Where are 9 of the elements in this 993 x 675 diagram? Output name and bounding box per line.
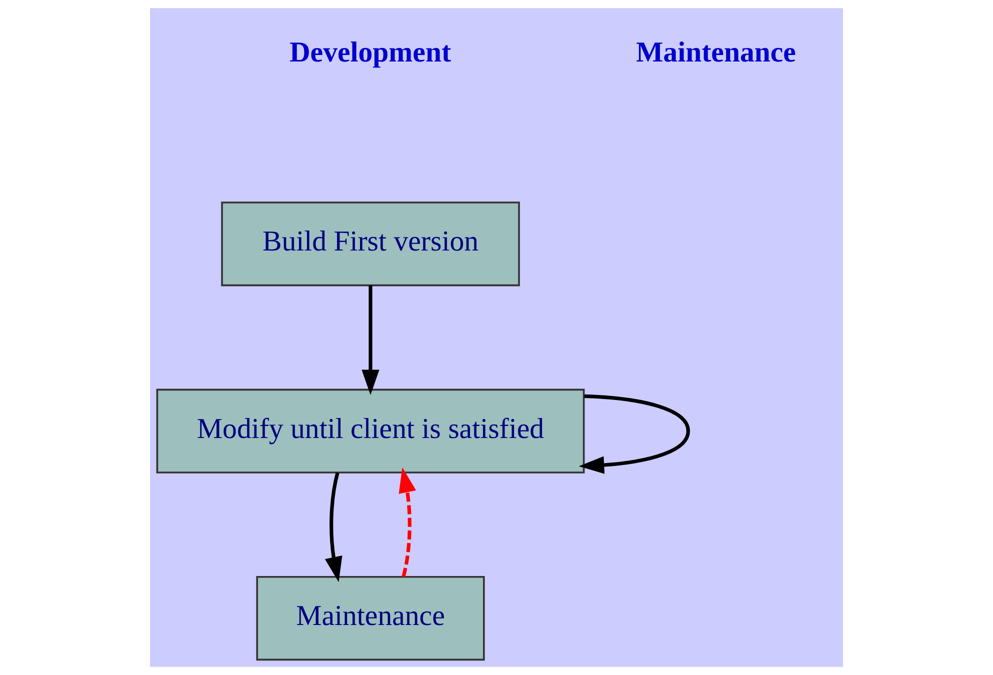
node-box: Maintenance (256, 576, 485, 661)
node-box: Modify until client is satisfied (156, 388, 585, 474)
arrow (398, 467, 416, 578)
arrow (578, 394, 690, 474)
arrow (362, 286, 380, 395)
legend-label: Development (290, 36, 452, 69)
node-box: Build First version (221, 202, 520, 286)
arrow (324, 472, 342, 582)
legend-label: Maintenance (636, 36, 796, 69)
